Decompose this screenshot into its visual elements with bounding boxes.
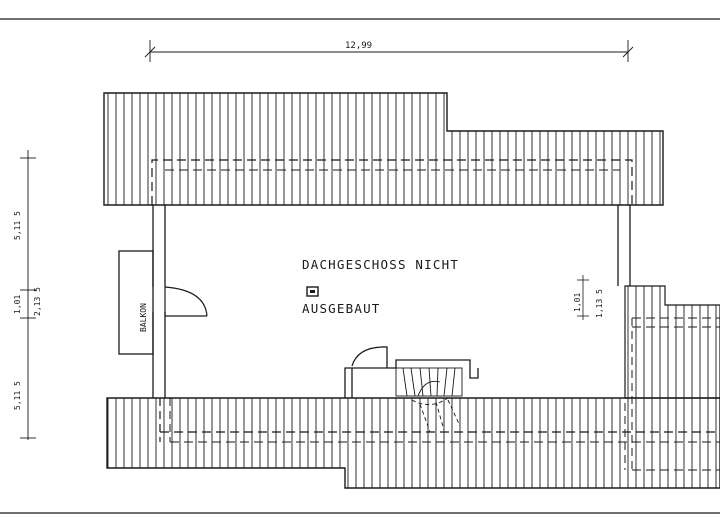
dimension-right-b-label: 1,13 5 (595, 289, 604, 318)
balcony-outline (118, 250, 154, 355)
roof-upper-hatch (103, 92, 664, 206)
balcony-door-swing (164, 286, 208, 317)
roof-upper-dashed-wall (151, 159, 633, 205)
dimension-left (20, 150, 36, 440)
dimension-left-upper-label: 5,11 5 (13, 211, 22, 240)
dimension-left-middle-a-label: 1,01 (13, 295, 22, 314)
plan-title-line1: DACHGESCHOSS NICHT (302, 257, 459, 272)
plan-title-line2: AUSGEBAUT (302, 301, 381, 316)
chimney-icon (306, 286, 319, 297)
dimension-left-lower-label: 5,11 5 (13, 381, 22, 410)
stair-enclosure (344, 346, 479, 398)
staircase (395, 367, 463, 433)
balcony-label: BALKON (139, 303, 148, 332)
roof-lower-hatch (106, 397, 720, 489)
dimension-right-a-label: 1,01 (573, 293, 582, 312)
dimension-top-label: 12,99 (345, 41, 372, 51)
dimension-right (577, 275, 589, 320)
roof-right-wing-hatch (624, 285, 720, 399)
attic-walls (152, 205, 631, 398)
dimension-left-middle-b-label: 2,13 5 (33, 287, 42, 316)
dimension-top (144, 40, 634, 62)
